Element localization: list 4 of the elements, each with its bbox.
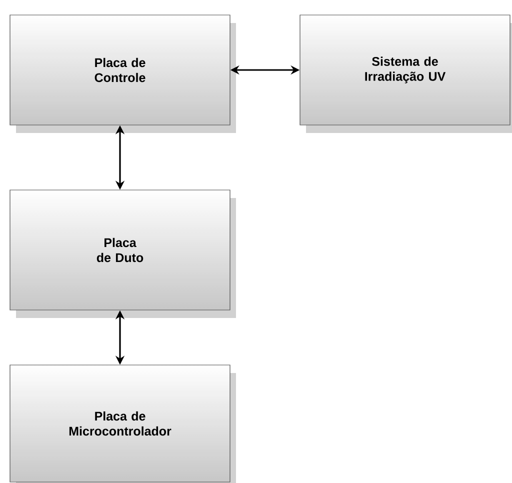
block-box: Sistema de Irradiação UV xyxy=(300,14,512,133)
block-box: Placa de Controle xyxy=(10,14,236,133)
block-box: Placa de Duto xyxy=(10,190,236,318)
block-box: Placa de Microcontrolador xyxy=(10,364,236,483)
